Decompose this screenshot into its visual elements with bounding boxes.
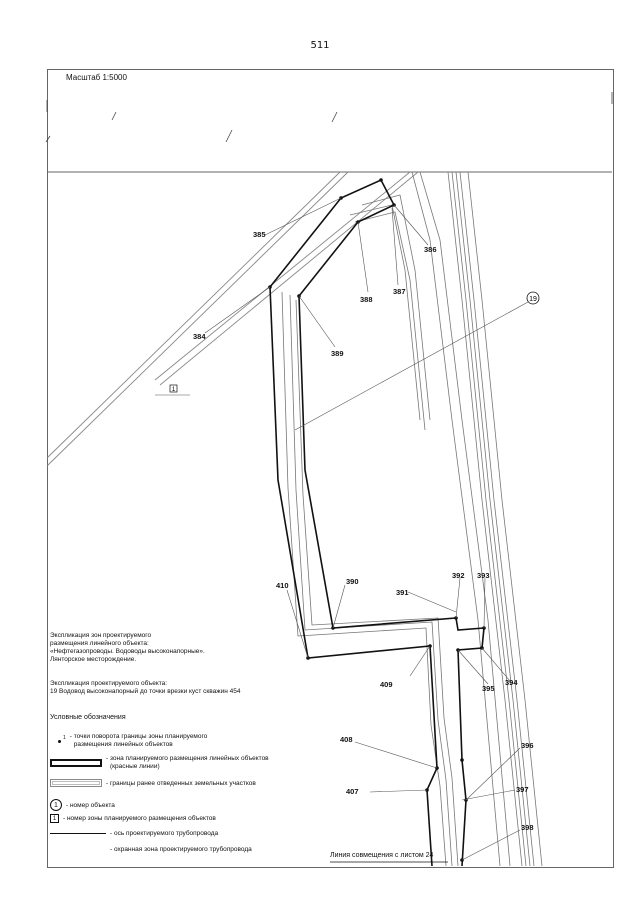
point-label-389: 389: [331, 349, 344, 358]
axis-line-icon: [50, 833, 106, 834]
point-label-390: 390: [346, 577, 359, 586]
legend-object-number: 1 - номер объекта: [50, 799, 115, 811]
point-dot-icon: [58, 739, 61, 743]
point-label-407: 407: [346, 787, 359, 796]
point-label-393: 393: [477, 571, 490, 580]
legend-protective: - охранная зона проектируемого трубопров…: [110, 846, 252, 853]
point-label-398: 398: [521, 823, 534, 832]
legend-red-lines: - зона планируемого размещения линейных …: [50, 755, 269, 771]
scale-label: Масштаб 1:5000: [66, 73, 127, 82]
page-number: 511: [310, 40, 330, 51]
point-label-397: 397: [516, 785, 529, 794]
explication-zones: Экспликация зон проектируемого размещени…: [50, 632, 205, 663]
legend-axis: - ось проектируемого трубопровода: [50, 830, 218, 837]
corridor-lines: [411, 171, 543, 867]
point-label-396: 396: [521, 741, 534, 750]
red-line-swatch-icon: [50, 759, 102, 767]
point-label-410: 410: [276, 581, 289, 590]
vertex-points: [268, 178, 486, 862]
point-label-387: 387: [393, 287, 406, 296]
zone-marker-label: 1: [172, 387, 176, 393]
point-label-395: 395: [482, 684, 495, 693]
prev-plot-boundaries: [46, 171, 419, 467]
top-edge-marks: [45, 92, 613, 143]
zone-square-icon: 1: [50, 814, 59, 823]
point-label-409: 409: [380, 680, 393, 689]
point-label-385: 385: [253, 230, 266, 239]
point-label-386: 386: [424, 245, 437, 254]
point-label-392: 392: [452, 571, 465, 580]
point-label-391: 391: [396, 588, 409, 597]
map-frame: [47, 69, 614, 868]
planned-zone-boundary: [269, 178, 485, 867]
object-circle-icon: 1: [50, 799, 62, 811]
zone-marker-square: [169, 384, 178, 393]
match-line-label: Линия совмещения с листом 24: [330, 852, 434, 859]
leader-lines: [155, 197, 529, 861]
point-label-384: 384: [193, 332, 206, 341]
point-label-394: 394: [505, 678, 518, 687]
explication-object: Экспликация проектируемого объекта: 19 В…: [50, 680, 241, 695]
object-marker-label: 19: [529, 296, 537, 303]
legend-turn-points: 1 - точки поворота границы зоны планируе…: [50, 733, 207, 749]
legend-prev-plots: - границы ранее отведенных земельных уча…: [50, 779, 256, 787]
legend-zone-number: 1 - номер зоны планируемого размещения о…: [50, 814, 216, 823]
protective-zone-lines: [281, 194, 459, 867]
object-marker-circle: [526, 291, 540, 305]
point-label-408: 408: [340, 735, 353, 744]
point-label-388: 388: [360, 295, 373, 304]
plot-boundary-swatch-icon: [50, 779, 102, 787]
legend-title: Условные обозначения: [50, 714, 126, 721]
